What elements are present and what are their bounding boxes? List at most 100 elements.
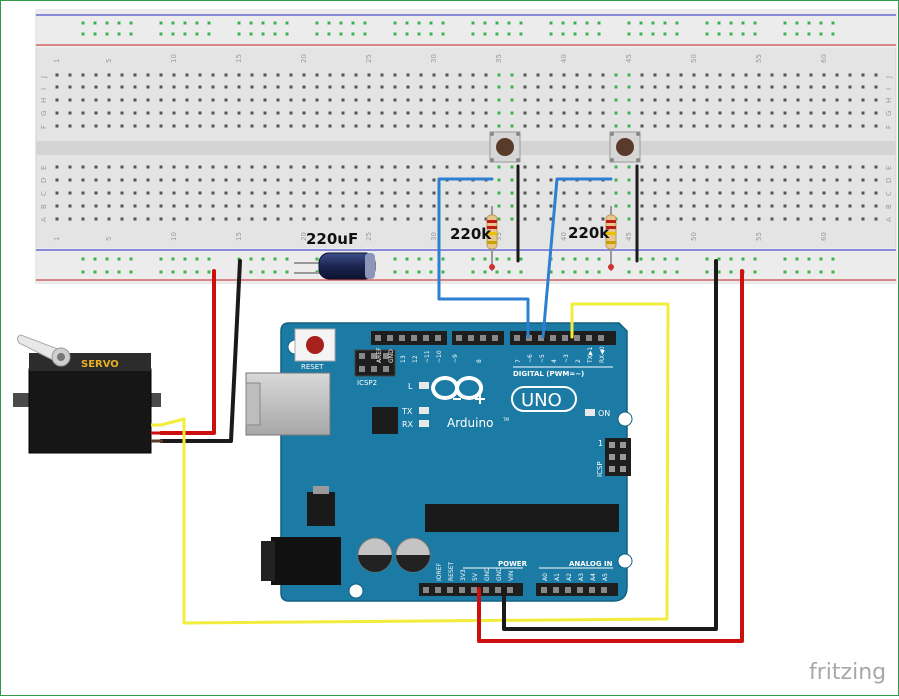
breadboard-hole <box>510 165 514 169</box>
breadboard-hole <box>861 124 865 128</box>
breadboard-hole <box>705 73 709 77</box>
breadboard-hole <box>315 124 319 128</box>
header-socket <box>375 335 381 341</box>
breadboard-hole <box>68 124 72 128</box>
breadboard-hole <box>432 204 436 208</box>
breadboard-row-letter: I <box>885 88 893 90</box>
breadboard-hole <box>744 73 748 77</box>
breadboard-hole <box>731 191 735 195</box>
breadboard-hole <box>718 98 722 102</box>
breadboard-hole <box>273 257 277 261</box>
arduino-uno-board: RESET ICSP2 <box>245 322 633 602</box>
breadboard-hole <box>207 270 211 274</box>
breadboard-hole <box>406 98 410 102</box>
breadboard-hole <box>796 124 800 128</box>
led-tx <box>419 407 429 414</box>
breadboard-hole <box>315 217 319 221</box>
breadboard-hole <box>822 191 826 195</box>
wire-servo-power <box>159 269 216 435</box>
breadboard-hole <box>666 98 670 102</box>
breadboard-hole <box>261 21 265 25</box>
reset-button-cap[interactable] <box>306 336 324 354</box>
breadboard-hole <box>68 217 72 221</box>
breadboard-hole <box>640 111 644 115</box>
breadboard-hole <box>339 32 343 36</box>
breadboard-hole <box>237 124 241 128</box>
breadboard-hole <box>380 124 384 128</box>
breadboard-hole <box>380 204 384 208</box>
breadboard-hole <box>783 165 787 169</box>
breadboard-hole <box>107 204 111 208</box>
breadboard-hole <box>393 270 397 274</box>
breadboard-hole <box>417 32 421 36</box>
breadboard-hole <box>354 98 358 102</box>
header-socket <box>507 587 513 593</box>
uno-badge <box>511 386 577 412</box>
breadboard-column-number: 5 <box>105 59 113 63</box>
breadboard-hole <box>523 85 527 89</box>
breadboard-hole <box>341 85 345 89</box>
breadboard-hole <box>198 73 202 77</box>
breadboard-hole <box>302 124 306 128</box>
breadboard-hole <box>471 204 475 208</box>
breadboard-hole <box>484 217 488 221</box>
breadboard-hole <box>601 165 605 169</box>
center-channel <box>36 141 896 155</box>
breadboard-hole <box>419 85 423 89</box>
board-capacitor-1 <box>357 537 393 573</box>
breadboard-hole <box>120 204 124 208</box>
breadboard-hole <box>796 85 800 89</box>
reset-label: RESET <box>301 363 324 371</box>
breadboard-hole <box>495 21 499 25</box>
breadboard-hole <box>614 111 618 115</box>
breadboard-hole <box>822 73 826 77</box>
breadboard-hole <box>483 21 487 25</box>
top-power-rail <box>36 10 896 48</box>
breadboard-hole <box>783 217 787 221</box>
breadboard-hole <box>129 257 133 261</box>
breadboard-hole <box>651 32 655 36</box>
breadboard-hole <box>627 32 631 36</box>
breadboard-hole <box>497 191 501 195</box>
breadboard-hole <box>237 204 241 208</box>
breadboard-hole <box>68 204 72 208</box>
breadboard-hole <box>651 270 655 274</box>
breadboard-hole <box>393 204 397 208</box>
breadboard-hole <box>263 73 267 77</box>
breadboard-hole <box>354 217 358 221</box>
breadboard-hole <box>380 165 384 169</box>
breadboard-hole <box>523 165 527 169</box>
breadboard-hole <box>380 73 384 77</box>
breadboard-hole <box>614 124 618 128</box>
breadboard-hole <box>549 124 553 128</box>
breadboard-hole <box>562 191 566 195</box>
breadboard-hole <box>249 257 253 261</box>
header-socket <box>514 335 520 341</box>
breadboard-row-letter: H <box>885 98 893 103</box>
breadboard-hole <box>224 85 228 89</box>
digital-pin-label: 13 <box>400 355 407 363</box>
breadboard-hole <box>822 178 826 182</box>
breadboard-hole <box>497 98 501 102</box>
breadboard-hole <box>692 73 696 77</box>
breadboard-hole <box>471 270 475 274</box>
breadboard-hole <box>185 217 189 221</box>
breadboard-hole <box>237 98 241 102</box>
breadboard-hole <box>770 111 774 115</box>
breadboard-hole <box>263 217 267 221</box>
breadboard-hole <box>263 165 267 169</box>
breadboard-hole <box>729 257 733 261</box>
breadboard-hole <box>523 111 527 115</box>
breadboard-row-letter: F <box>885 125 893 129</box>
breadboard-hole <box>328 85 332 89</box>
breadboard-hole <box>744 85 748 89</box>
breadboard-hole <box>276 73 280 77</box>
breadboard-hole <box>328 165 332 169</box>
power-label: POWER <box>498 560 528 568</box>
breadboard-hole <box>120 124 124 128</box>
breadboard-hole <box>729 21 733 25</box>
breadboard-hole <box>601 111 605 115</box>
breadboard-hole <box>692 85 696 89</box>
breadboard-hole <box>471 98 475 102</box>
